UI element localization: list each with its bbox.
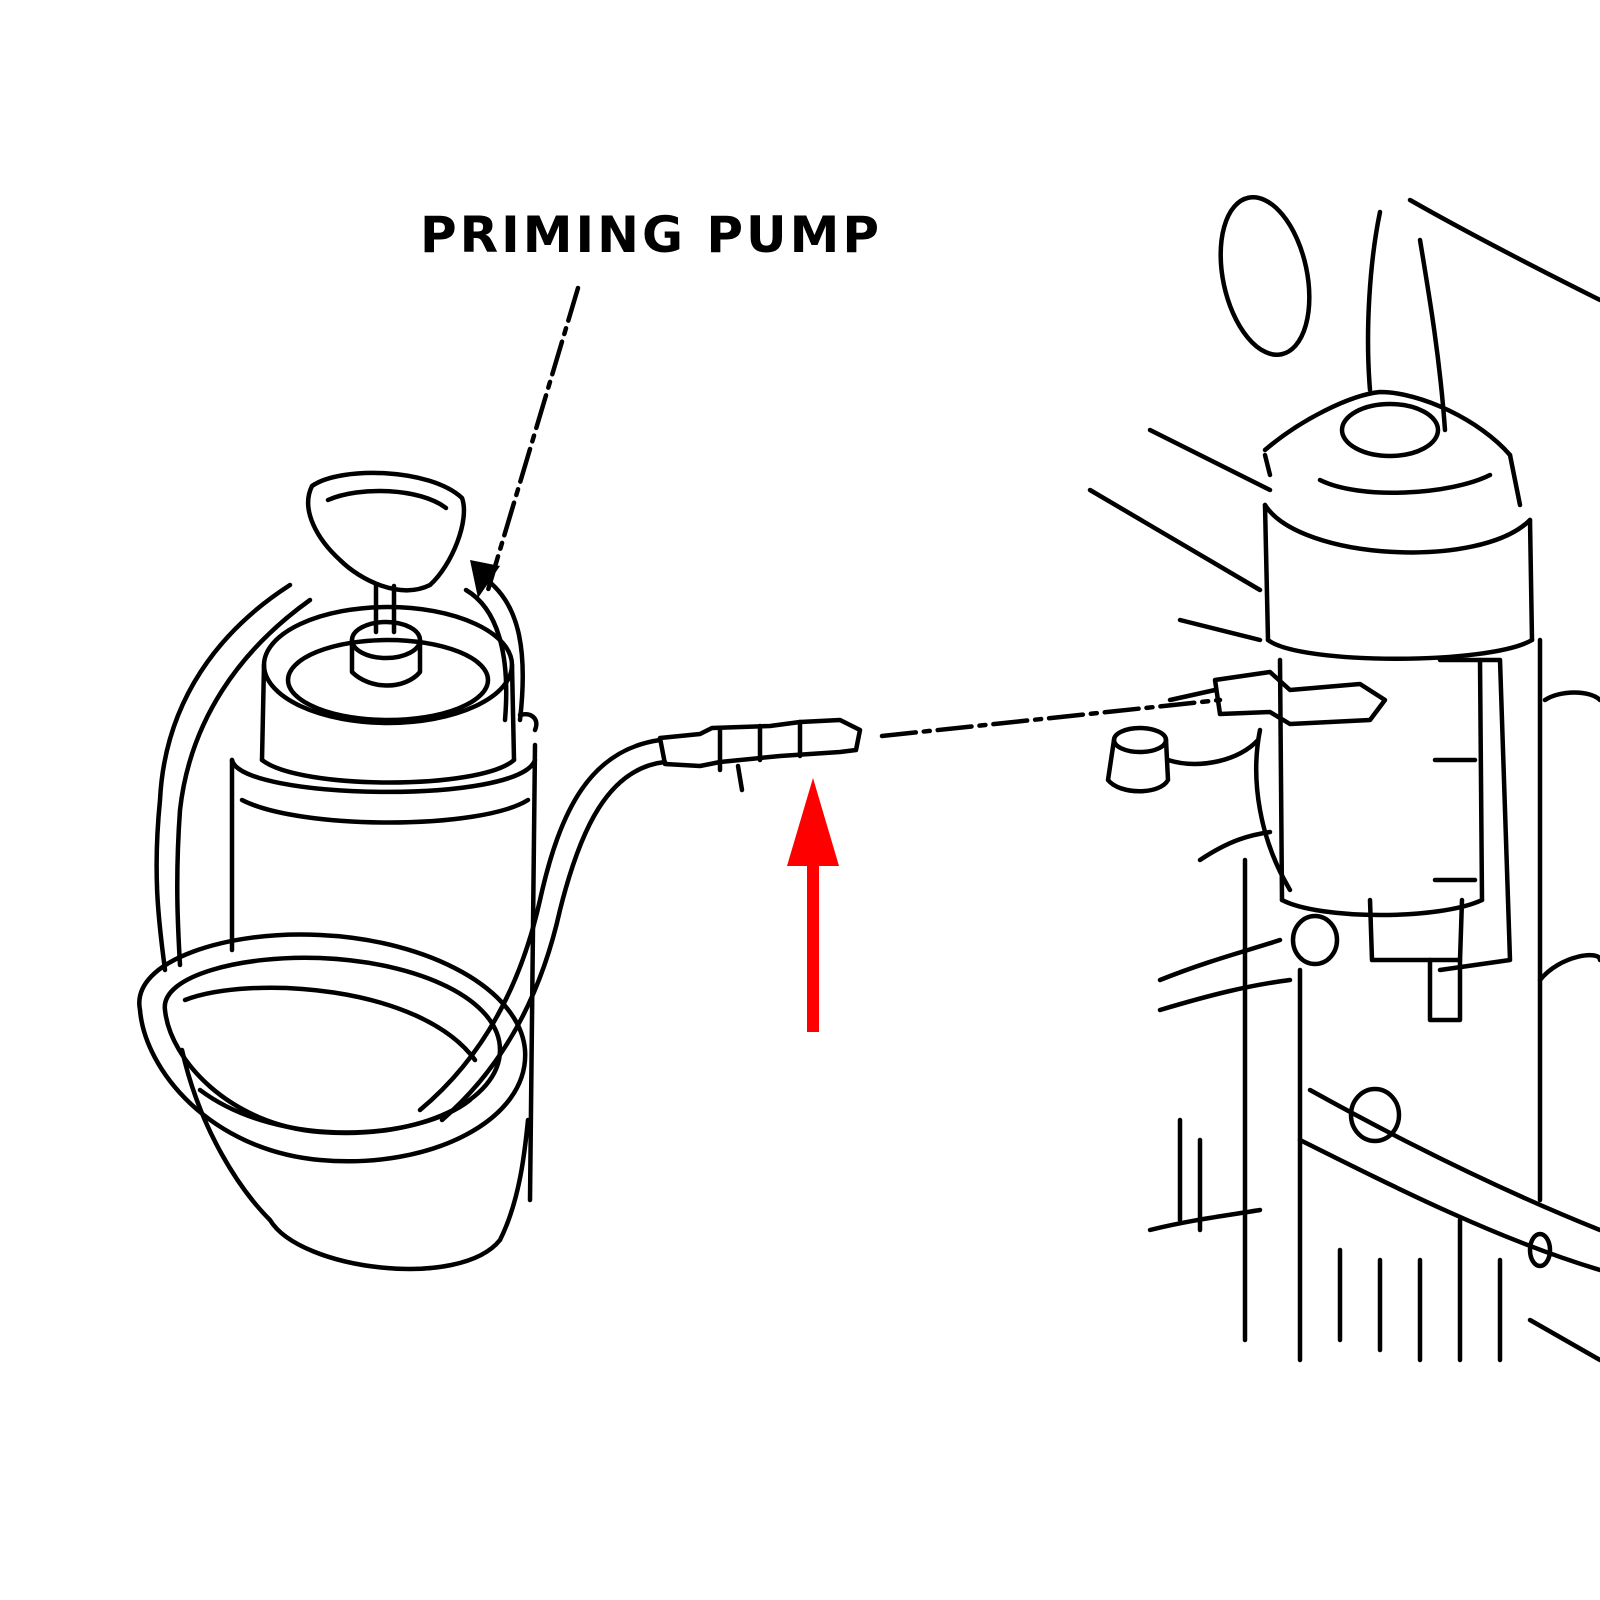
leader-line bbox=[470, 285, 581, 598]
priming-pump-icon bbox=[137, 470, 668, 1272]
connection-line bbox=[879, 697, 1223, 739]
hose-fitting-icon bbox=[657, 717, 863, 793]
red-arrow bbox=[787, 778, 839, 1032]
fuel-filter-assembly-icon bbox=[1087, 195, 1600, 1363]
priming-pump-label: PRIMING PUMP bbox=[420, 206, 883, 264]
